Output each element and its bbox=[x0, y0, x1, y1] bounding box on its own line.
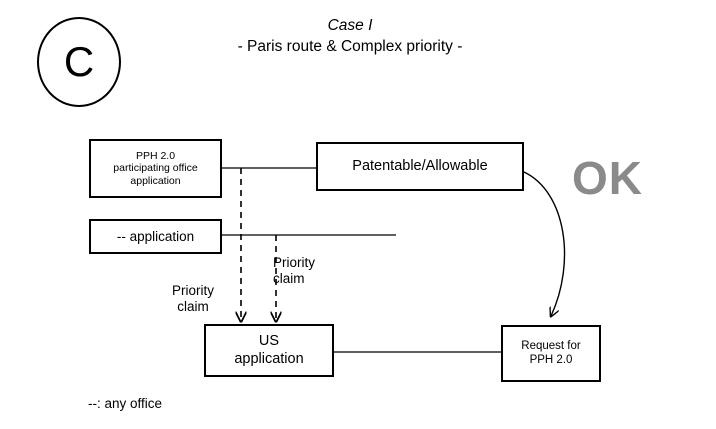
node-request-for-pph[interactable]: Request for PPH 2.0 bbox=[501, 325, 601, 382]
title-block: Case I - Paris route & Complex priority … bbox=[180, 16, 520, 58]
label-priority-claim-right: Priority claim bbox=[273, 255, 316, 287]
case-marker-ellipse: C bbox=[37, 17, 121, 107]
node-label: US application bbox=[234, 333, 304, 367]
page-subtitle: - Paris route & Complex priority - bbox=[237, 38, 463, 55]
connector-patentable-to-request-curved bbox=[523, 171, 566, 316]
node-patentable-allowable[interactable]: Patentable/Allowable bbox=[316, 142, 524, 191]
node-us-application[interactable]: US application bbox=[204, 324, 334, 377]
node-label: Patentable/Allowable bbox=[352, 157, 488, 174]
node-label: Request for PPH 2.0 bbox=[521, 339, 581, 366]
case-marker-letter: C bbox=[63, 38, 95, 85]
legend-any-office: --: any office bbox=[88, 396, 163, 411]
node-any-office-application[interactable]: -- application bbox=[89, 219, 222, 254]
label-priority-claim-left: Priority claim bbox=[171, 283, 214, 315]
ok-stamp-text: OK bbox=[572, 152, 643, 204]
node-pph-participating-office-application[interactable]: PPH 2.0 participating office application bbox=[89, 139, 222, 198]
node-label: -- application bbox=[116, 228, 195, 244]
page-title: Case I bbox=[327, 17, 373, 34]
node-label: PPH 2.0 participating office application bbox=[113, 149, 198, 187]
